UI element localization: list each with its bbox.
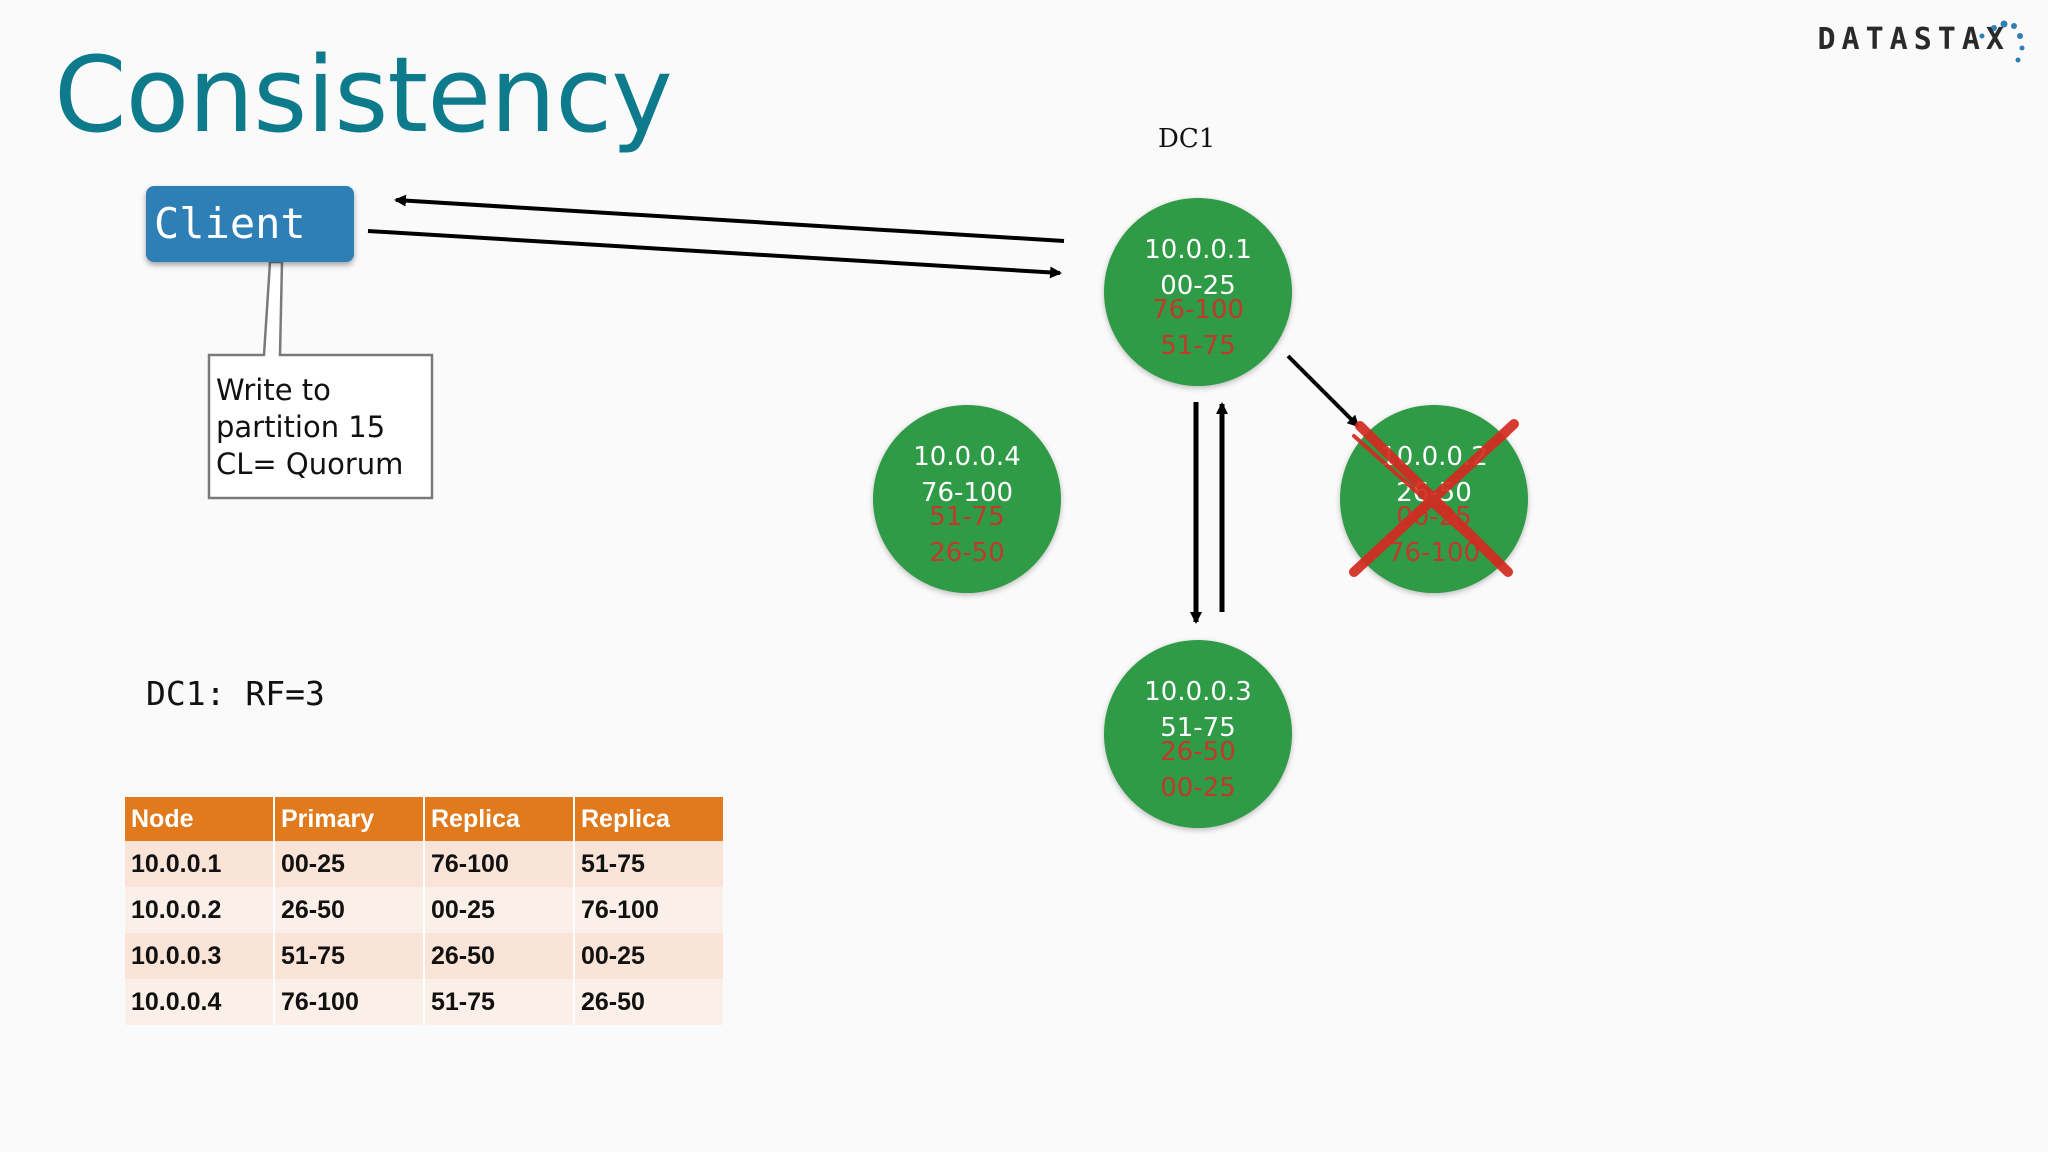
node-primary-range: 76-100 <box>920 478 1014 508</box>
column-header-replica: Replica <box>574 797 723 841</box>
node-ip: 10.0.0.4 <box>913 442 1021 472</box>
table-cell: 51-75 <box>424 979 575 1025</box>
table-row: 10.0.0.3 51-75 26-50 00-25 <box>125 933 723 979</box>
logo-wordmark: DATASTAX <box>1817 22 2010 57</box>
column-header-node: Node <box>125 797 275 841</box>
callout-line-2: partition 15 <box>216 410 386 444</box>
callout-bubble <box>207 260 434 500</box>
table-row: 10.0.0.1 00-25 76-100 51-75 <box>125 841 723 887</box>
table-cell: 00-25 <box>424 887 575 933</box>
table-cell: 76-100 <box>424 841 575 887</box>
table-cell: 10.0.0.4 <box>125 979 275 1025</box>
logo-dots-icon <box>1979 20 2025 63</box>
node-primary-range: 51-75 <box>1160 713 1236 743</box>
replication-factor-label: DC1: RF=3 <box>146 674 325 713</box>
node-replica-range: 51-75 <box>929 502 1005 532</box>
node-ip: 10.0.0.3 <box>1144 677 1252 707</box>
table-row: 10.0.0.2 26-50 00-25 76-100 <box>125 887 723 933</box>
callout-line-1: Write to <box>216 373 331 407</box>
table-cell: 10.0.0.3 <box>125 933 275 979</box>
table-cell: 26-50 <box>424 933 575 979</box>
request-arrow <box>367 229 1062 279</box>
table-cell: 26-50 <box>574 979 723 1025</box>
node-replica-range: 76-100 <box>1151 295 1245 325</box>
table-cell: 00-25 <box>274 841 425 887</box>
client-box: Client <box>146 186 354 262</box>
node-replica-range: 76-100 <box>1387 538 1481 568</box>
node-ip: 10.0.0.1 <box>1144 235 1252 265</box>
response-arrow <box>394 194 1065 243</box>
node-primary-range: 00-25 <box>1160 271 1236 301</box>
table-row: 10.0.0.4 76-100 51-75 26-50 <box>125 979 723 1025</box>
callout-line-3: CL= Quorum <box>216 447 404 481</box>
node-10-0-0-3: 10.0.0.3 51-75 26-50 00-25 <box>1104 640 1292 828</box>
node-replica-range: 26-50 <box>1160 737 1236 767</box>
node-replica-range: 51-75 <box>1160 331 1236 361</box>
replication-arrow-node2 <box>1286 354 1360 428</box>
node-replica-range: 26-50 <box>929 538 1005 568</box>
table-cell: 51-75 <box>574 841 723 887</box>
datacenter-label: DC1 <box>1158 124 1216 154</box>
slide-title: Consistency <box>54 34 673 156</box>
table-cell: 76-100 <box>274 979 425 1025</box>
table-cell: 10.0.0.1 <box>125 841 275 887</box>
callout-text: Write to partition 15 CL= Quorum <box>216 372 403 483</box>
node-10-0-0-1: 10.0.0.1 00-25 76-100 51-75 <box>1104 198 1292 386</box>
node-replica-range: 00-25 <box>1160 773 1236 803</box>
table-cell: 26-50 <box>274 887 425 933</box>
table-cell: 76-100 <box>574 887 723 933</box>
column-header-replica: Replica <box>424 797 575 841</box>
table-cell: 51-75 <box>274 933 425 979</box>
token-ring-table: Node Primary Replica Replica 10.0.0.1 00… <box>125 797 723 1025</box>
table-header-row: Node Primary Replica Replica <box>125 797 723 841</box>
node-10-0-0-4: 10.0.0.4 76-100 51-75 26-50 <box>873 405 1061 593</box>
column-header-primary: Primary <box>274 797 425 841</box>
table-cell: 10.0.0.2 <box>125 887 275 933</box>
table-cell: 00-25 <box>574 933 723 979</box>
